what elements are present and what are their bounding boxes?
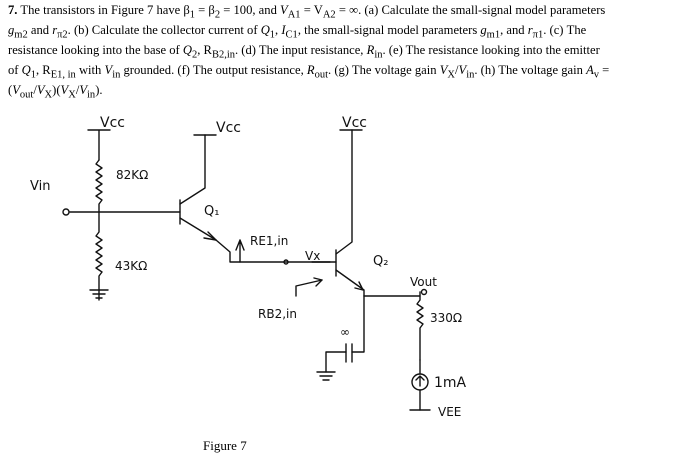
resistor-43k <box>95 211 103 291</box>
problem-line-4: of Q1, RE1, in with Vin grounded. (f) Th… <box>8 63 610 81</box>
rb2-arrow-line <box>295 279 323 297</box>
q2-label: Q₂ <box>373 254 388 269</box>
problem-line-3: resistance looking into the base of Q2, … <box>8 43 600 61</box>
re1-label: RE1,in <box>250 234 288 248</box>
rb2-arrow-head <box>313 277 323 287</box>
resistor-330 <box>416 295 424 361</box>
q2-emitter <box>335 269 365 297</box>
problem-number: 7. <box>8 3 18 17</box>
problem-statement: 7. The transistors in Figure 7 have β1 =… <box>8 3 680 104</box>
r-load-label: 330Ω <box>430 311 462 325</box>
vcc-label-1: Vcc <box>100 115 125 131</box>
vin-label: Vin <box>30 179 50 194</box>
ground-2 <box>316 371 336 381</box>
vee-label: VEE <box>438 405 461 419</box>
vx-label: Vx <box>305 249 320 263</box>
vout-terminal <box>420 288 428 296</box>
vcc-label-2: Vcc <box>216 120 241 136</box>
vx-node <box>283 259 289 265</box>
figure-caption: Figure 7 <box>203 438 247 453</box>
vout-label: Vout <box>410 275 437 289</box>
problem-line-1: 7. The transistors in Figure 7 have β1 =… <box>8 3 606 21</box>
ground-1 <box>89 289 109 301</box>
isrc-label: 1mA <box>434 375 467 391</box>
q1-label: Q₁ <box>204 204 219 219</box>
r-bot-label: 43KΩ <box>115 259 147 273</box>
output-wire <box>363 291 421 297</box>
q1-emitter <box>179 217 217 241</box>
cap-branch-wire <box>351 295 365 353</box>
q1-emitter-node <box>215 239 331 263</box>
current-arrow <box>415 375 425 387</box>
capacitor <box>345 343 353 363</box>
q1-collector <box>179 134 206 205</box>
r-top-label: 82KΩ <box>116 168 148 182</box>
problem-line-5: (Vout/VX)(VX/Vin). <box>8 83 103 101</box>
resistor-82k <box>95 159 103 213</box>
vin-terminal <box>62 208 70 216</box>
re1-arrow <box>235 239 245 263</box>
rb2-label: RB2,in <box>258 307 297 321</box>
vcc-label-3: Vcc <box>342 115 367 131</box>
cap-to-ground <box>325 351 347 373</box>
q2-collector <box>335 129 353 255</box>
problem-line-2: gm2 and rπ2. (b) Calculate the collector… <box>8 23 587 41</box>
cap-label: ∞ <box>340 325 350 339</box>
q2-emitter-arrow <box>354 281 364 291</box>
vcc-rail-1 <box>87 129 111 161</box>
